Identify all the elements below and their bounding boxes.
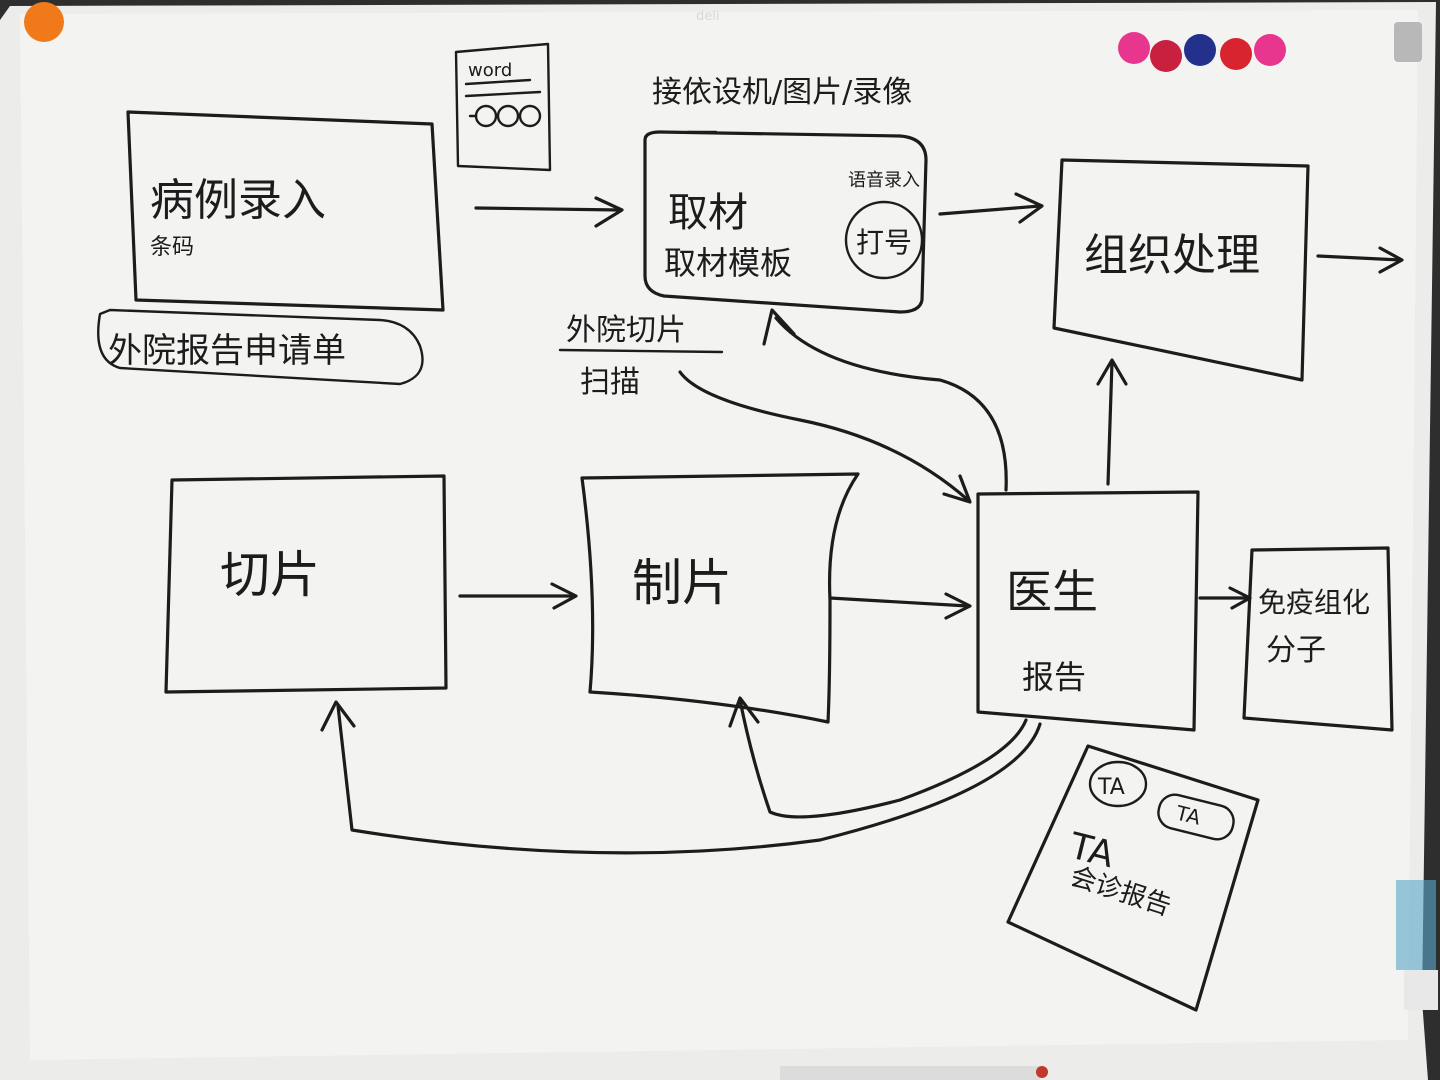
arrow-entry-to-grossing (474, 206, 622, 212)
board-writing-area (20, 10, 1418, 1060)
arrow-head-icon (944, 592, 972, 620)
brand-logo: deli (696, 9, 719, 24)
grossing-top-note: 接依设机/图片/录像 (652, 75, 912, 110)
word-template-dot-icon (518, 104, 542, 128)
arrow-head-icon (762, 308, 796, 346)
arrow-head-icon (728, 696, 760, 728)
word-template-card (454, 42, 552, 172)
sectioning-box (164, 474, 448, 694)
pink-magnet-icon (1118, 32, 1150, 64)
arrow-head-icon (1378, 246, 1404, 274)
red-magnet-icon (1150, 40, 1182, 72)
case-entry-title: 病例录入 (150, 175, 326, 226)
arrow-doctor-to-slide (738, 698, 1028, 819)
arrow-slide-to-doctor (828, 596, 970, 608)
arrow-doctor-to-processing (1106, 360, 1114, 486)
side-object (1404, 970, 1438, 1010)
arrow-scan-to-doctor (678, 370, 970, 502)
arrow-doctor-to-sectioning (336, 704, 1042, 855)
sectioning-label: 切片 (220, 546, 320, 604)
arrow-head-icon (550, 582, 578, 610)
ta-circle (1088, 760, 1148, 808)
arrow-doctor-to-grossing (774, 316, 1008, 492)
arrow-head-icon (1228, 586, 1252, 610)
arrow-processing-out (1316, 254, 1402, 262)
blue-magnet-icon (1184, 34, 1216, 66)
board-clip-icon (1394, 22, 1422, 62)
red-magnet-icon (1220, 38, 1252, 70)
doctor-box (976, 490, 1200, 732)
doctor-subtitle: 报告 (1022, 658, 1086, 696)
arrow-head-icon (1014, 192, 1044, 224)
molecular-box (1242, 546, 1394, 732)
scan-label: 扫描 (580, 365, 640, 400)
tissue-processing-box (1052, 158, 1310, 382)
slide-making-box (580, 472, 860, 724)
grossing-title: 取材 (668, 190, 748, 236)
labeling-circle-label: 打号 (856, 226, 912, 259)
ta-circle-label: TA (1097, 775, 1125, 800)
arrow-head-icon (1096, 358, 1128, 386)
orange-magnet-icon (24, 2, 64, 42)
external-consult-form-label: 外院报告申请单 (108, 331, 346, 371)
arrow-head-icon (320, 700, 356, 732)
labeling-circle (844, 200, 924, 280)
grossing-subtitle: 取材模板 (664, 244, 792, 282)
arrow-grossing-to-processing (938, 204, 1042, 216)
flow-arrows (320, 192, 1404, 855)
word-template-label: word (468, 60, 512, 81)
arrow-head-icon (942, 474, 972, 504)
molecular-line-2: 分子 (1266, 633, 1326, 668)
voice-input-label: 语音录入 (848, 170, 920, 191)
side-object (1396, 880, 1436, 970)
marker-tray (780, 1066, 1040, 1080)
ta-pill (1157, 793, 1235, 841)
word-template-dot-icon (496, 104, 520, 128)
marker-cap-icon (1036, 1066, 1048, 1078)
case-entry-note: 条码 (150, 235, 194, 260)
external-slide-divider (558, 348, 724, 354)
word-template-lines (464, 78, 542, 98)
case-entry-box (126, 110, 445, 312)
external-slide-label: 外院切片 (566, 313, 686, 348)
ta-note-card (1006, 744, 1260, 1012)
external-consult-form-outline (97, 308, 424, 386)
grossing-box (643, 130, 928, 314)
doctor-title: 医生 (1006, 565, 1098, 619)
tissue-processing-label: 组织处理 (1084, 230, 1260, 281)
molecular-line-1: 免疫组化 (1258, 586, 1370, 619)
slide-making-label: 制片 (632, 554, 732, 612)
arrow-head-icon (594, 196, 624, 228)
pink-magnet-icon (1254, 34, 1286, 66)
